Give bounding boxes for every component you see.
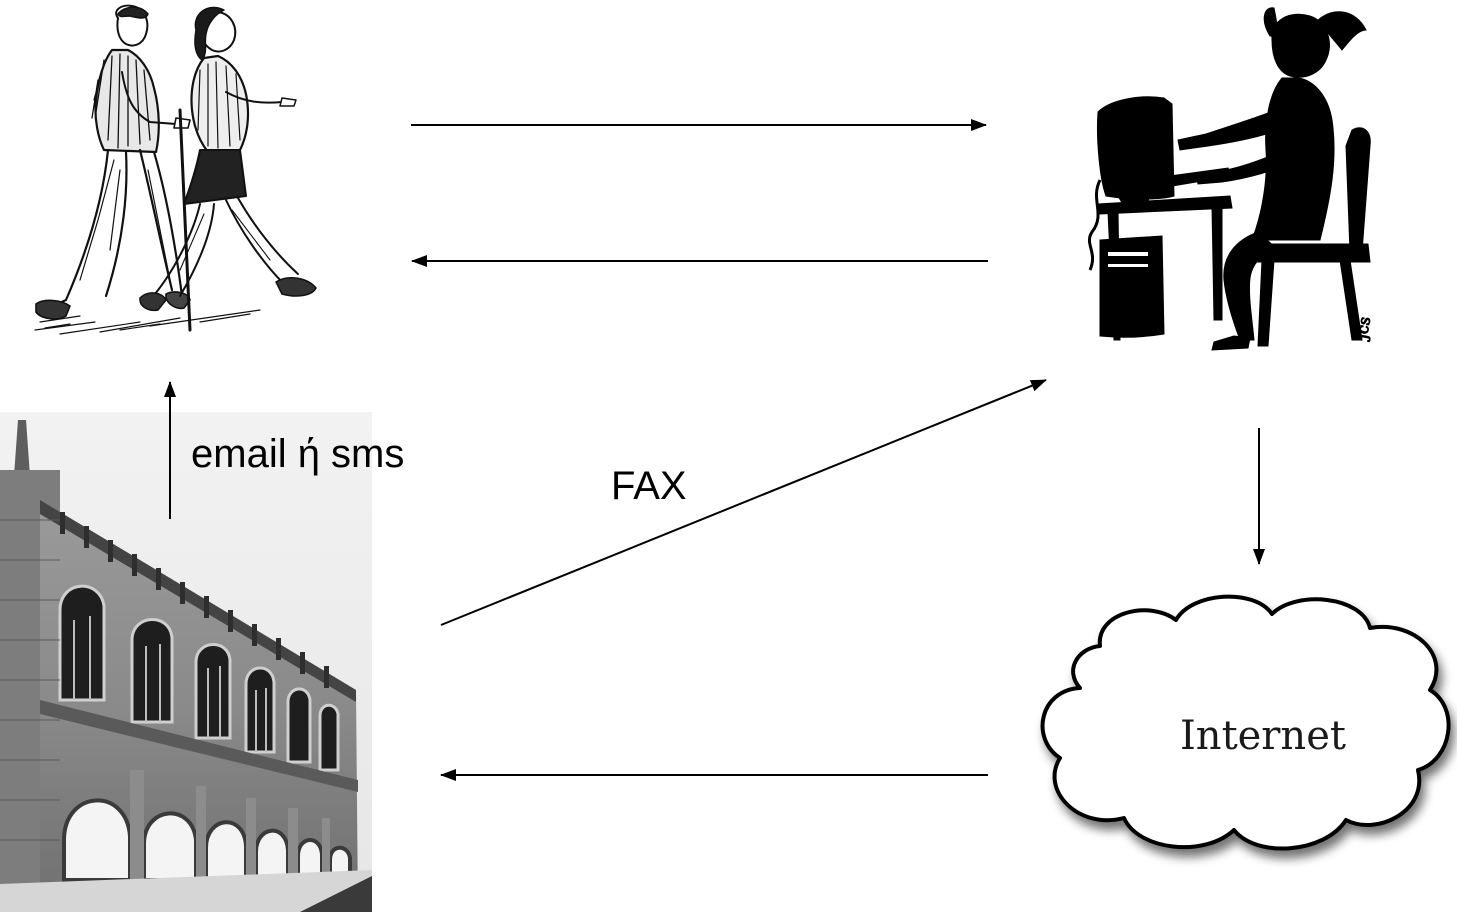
internet-label: Internet	[1180, 713, 1346, 759]
cloud-icon	[1040, 594, 1451, 851]
boy-figure	[35, 4, 192, 332]
edge-label-fax: FAX	[611, 464, 687, 508]
person-at-computer-silhouette: jcs	[1087, 7, 1375, 351]
arrows	[164, 119, 1265, 781]
svg-text:jcs: jcs	[1351, 315, 1374, 342]
girl-figure	[139, 6, 317, 312]
arrow-fax-to-computer	[440, 379, 1047, 626]
school-building-photo	[0, 412, 372, 912]
edge-label-email-sms: email ή sms	[191, 432, 405, 476]
walking-students-sketch	[34, 4, 317, 335]
ground-hatching	[34, 309, 261, 335]
